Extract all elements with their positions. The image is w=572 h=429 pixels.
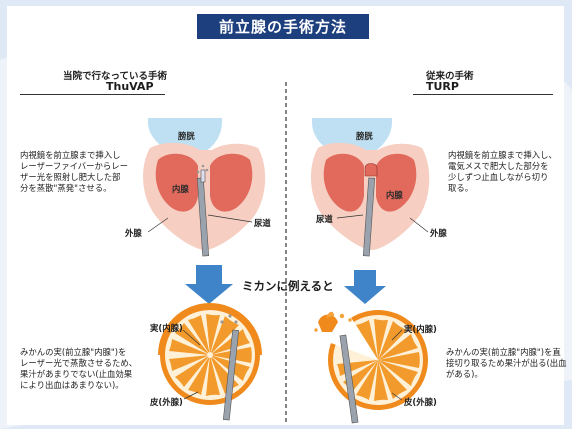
left-orange-description: みかんの実(前立腺"内腺")を レーザー光で蒸散させるため、 果汁があまりでない… [20, 347, 138, 390]
left-orange [158, 303, 262, 405]
left-orange-laser [222, 329, 240, 421]
right-orange [328, 310, 428, 410]
right-inner-gland-right [376, 153, 417, 212]
right-inner-gland-label: 内腺 [386, 190, 403, 200]
right-orange-scope [339, 334, 359, 424]
right-heading-sub: 従来の手術 [426, 71, 474, 82]
right-orange-fruit-label: 実(内腺) [404, 324, 437, 334]
right-outer-gland-label: 外腺 [430, 228, 447, 238]
page-title: 前立腺の手術方法 [197, 14, 369, 39]
juice-drop [339, 313, 345, 319]
left-inner-gland-right [210, 153, 253, 212]
right-orange-description: みかんの実(前立腺"内腺")を直 接切り取るため果汁が出る(出血 がある)。 [446, 347, 567, 379]
right-inner-gland-left [323, 153, 364, 212]
right-endoscope [362, 177, 376, 257]
left-urethra-label: 尿道 [254, 218, 271, 228]
right-cut-fragment [364, 163, 378, 177]
left-laser-fiber [200, 169, 206, 183]
left-endoscope [196, 177, 210, 257]
left-outer-gland-label: 外腺 [125, 228, 142, 238]
left-heading-sub: 当院で行なっている手術 [63, 71, 168, 82]
right-heading-underline [413, 94, 553, 95]
right-down-arrow [344, 270, 386, 304]
left-prostate-diagram [143, 118, 266, 257]
left-inner-gland-left [155, 153, 198, 212]
left-heading-underline [20, 94, 165, 95]
right-urethra-label: 尿道 [316, 214, 333, 224]
left-down-arrow [185, 265, 233, 304]
right-heading-main: TURP [426, 80, 459, 93]
middle-label: ミカンに例えると [242, 279, 334, 293]
right-orange-cut-piece [318, 314, 338, 332]
right-description: 内視鏡を前立腺まで挿入し、 電気メスで肥大した部分を 少しずつ止血しながら切り … [448, 150, 557, 193]
left-bladder-label: 膀胱 [178, 131, 195, 141]
right-orange-peel-label: 皮(外腺) [404, 397, 437, 407]
left-description: 内視鏡を前立腺まで挿入し レーザーファイバーからレー ザー光を照射し肥大した部 … [20, 150, 129, 193]
left-inner-gland-label: 内腺 [172, 184, 189, 194]
left-heading-main: ThuVAP [106, 80, 154, 93]
right-prostate-diagram [310, 118, 430, 257]
left-orange-peel-label: 皮(外腺) [150, 397, 183, 407]
left-orange-fruit-label: 実(内腺) [150, 323, 183, 333]
right-bladder-label: 膀胱 [356, 131, 373, 141]
